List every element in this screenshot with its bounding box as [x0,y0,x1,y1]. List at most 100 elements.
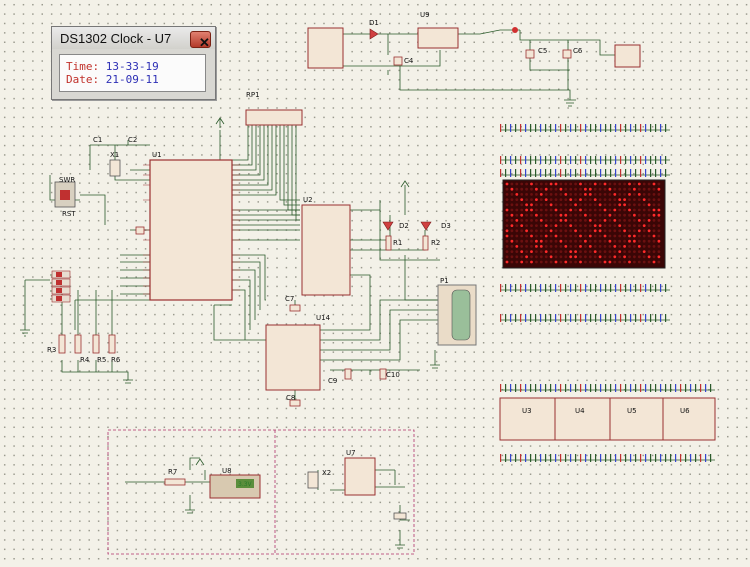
r7-label: R7 [168,468,177,476]
resistor-r6[interactable] [108,334,116,354]
matrix-led [657,198,661,202]
matrix-led [505,182,509,186]
window-titlebar[interactable]: DS1302 Clock - U7 ✕ [52,27,215,50]
header-pin [565,384,567,392]
matrix-led [603,229,607,233]
switch-contact[interactable] [512,27,518,33]
mcu-u1[interactable] [149,159,233,301]
matrix-led [593,234,597,238]
backup-battery[interactable] [393,512,407,520]
header-pin [645,454,647,462]
chip-u5[interactable] [609,397,664,441]
header-pin [650,384,652,392]
matrix-led [657,208,661,212]
chip-u2[interactable] [301,204,351,296]
matrix-led [584,224,587,228]
header-pin [510,124,512,132]
header-pin [655,156,657,164]
capacitor-c10[interactable] [379,368,387,380]
resistor-r5[interactable] [92,334,100,354]
header-pin [540,314,542,322]
matrix-led [574,213,577,217]
matrix-led [647,255,651,259]
matrix-led [574,224,577,228]
resistor-r3[interactable] [58,334,66,354]
header-pin [535,169,537,177]
matrix-led [505,208,509,212]
matrix-led [510,198,514,202]
matrix-led [564,224,568,228]
matrix-led [574,187,577,191]
chip-u6[interactable] [662,397,716,441]
matrix-led [598,187,602,191]
matrix-led [515,245,519,248]
matrix-led [593,239,597,243]
capacitor-c8[interactable] [289,399,301,407]
capacitor-c4[interactable] [393,56,403,66]
matrix-led [554,208,558,212]
ds1302-clock-window[interactable]: DS1302 Clock - U7 ✕ Time: 13-33-19 Date:… [51,26,216,100]
crystal-x1[interactable] [109,159,121,177]
capacitor-c3[interactable] [135,226,145,235]
reset-button-cap[interactable] [60,190,70,200]
matrix-led [520,208,524,212]
chip-u14[interactable] [265,324,321,391]
matrix-led [530,193,533,196]
header-pin [645,156,647,164]
chip-u4[interactable] [554,397,611,441]
header-pin [550,384,552,392]
resistor-pack-rp1[interactable] [245,109,303,126]
matrix-led [647,208,651,212]
resistor-r2[interactable] [422,235,429,251]
matrix-led [623,213,626,217]
header-pin [575,284,577,292]
matrix-led [549,260,553,264]
capacitor-c5[interactable] [525,49,535,59]
led-d2[interactable] [382,221,394,231]
matrix-led [530,198,533,202]
header-pin [515,314,517,322]
power-jack-block[interactable] [307,27,344,69]
capacitor-c9[interactable] [344,368,352,380]
matrix-led [549,203,553,207]
matrix-led [588,224,592,228]
diode-d1[interactable] [369,28,379,40]
matrix-led [559,219,563,222]
matrix-led [642,198,646,202]
resistor-r7[interactable] [164,478,186,486]
rtc-chip-u7[interactable] [344,457,376,496]
header-pin [650,314,652,322]
header-pin [610,384,612,392]
resistor-r4[interactable] [74,334,82,354]
matrix-led [608,213,612,217]
matrix-led [652,213,656,217]
matrix-led [593,229,597,233]
close-button[interactable]: ✕ [190,31,211,50]
resistor-r1[interactable] [385,235,392,251]
matrix-led [633,182,636,186]
matrix-led [554,213,558,217]
matrix-led [613,229,617,233]
capacitor-c7[interactable] [289,304,301,312]
matrix-led [569,203,573,207]
matrix-led [657,260,661,264]
matrix-led [569,187,573,191]
led-d3[interactable] [420,221,432,231]
regulator-u9[interactable] [417,27,459,49]
header-pin [680,454,682,462]
pushbutton-column[interactable] [51,270,71,303]
matrix-led [603,208,607,212]
header-pin [580,169,582,177]
matrix-led [637,260,641,264]
matrix-led [510,187,514,191]
capacitor-c6[interactable] [562,49,572,59]
matrix-led [554,193,558,196]
matrix-led [569,193,573,196]
output-connector[interactable] [614,44,641,68]
header-pin [670,454,672,462]
crystal-x2[interactable] [307,471,319,489]
chip-u3[interactable] [499,397,556,441]
matrix-led [633,198,636,202]
matrix-led [647,187,651,191]
